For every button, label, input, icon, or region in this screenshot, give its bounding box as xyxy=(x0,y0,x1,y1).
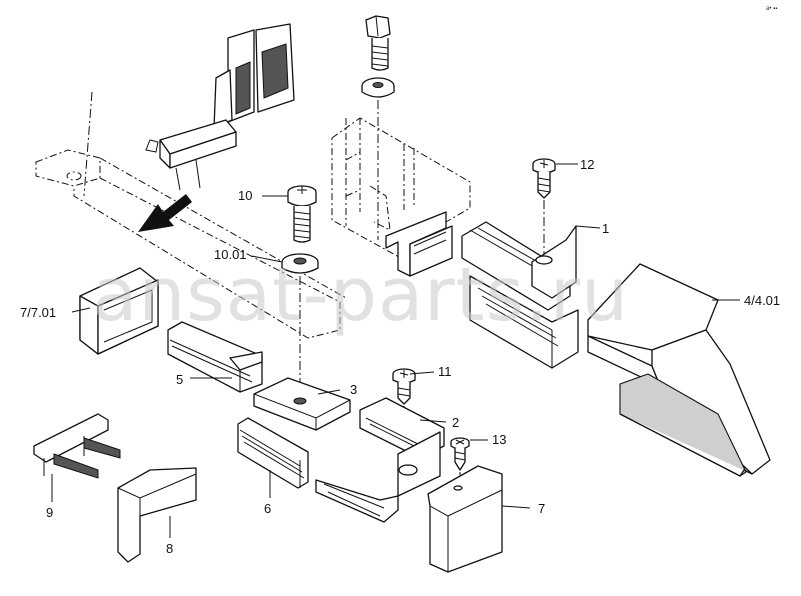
direction-arrow xyxy=(138,194,192,232)
end-cap-8 xyxy=(117,467,197,563)
callout-10-01: 10.01 xyxy=(214,247,247,262)
watermark: ansat-parts.ru xyxy=(92,252,629,338)
slide-block-3 xyxy=(253,377,351,431)
callout-9: 9 xyxy=(46,505,53,520)
bracket-1 xyxy=(385,211,453,277)
callout-3: 3 xyxy=(350,382,357,397)
bolt-top xyxy=(361,15,395,98)
screw-13 xyxy=(450,437,470,471)
callout-8: 8 xyxy=(166,541,173,556)
callout-1: 1 xyxy=(602,221,609,236)
callout-4-4-01: 4/4.01 xyxy=(744,293,780,308)
callout-5: 5 xyxy=(176,372,183,387)
profile-5 xyxy=(167,321,263,393)
end-cap-7 xyxy=(427,465,503,573)
bracket-2 xyxy=(315,397,445,523)
callout-13: 13 xyxy=(492,432,506,447)
screw-11 xyxy=(392,368,416,405)
rail-part-1 xyxy=(461,221,579,369)
callout-2: 2 xyxy=(452,415,459,430)
corner-mark: a• ▪▪ xyxy=(766,6,777,12)
callout-6: 6 xyxy=(264,501,271,516)
callout-7-7-01: 7/7.01 xyxy=(20,305,56,320)
callout-11: 11 xyxy=(438,364,452,379)
end-cap-4 xyxy=(587,263,771,477)
screw-12 xyxy=(532,158,556,199)
washer-10-01 xyxy=(281,253,319,274)
callout-12: 12 xyxy=(580,157,594,172)
seat-illustration xyxy=(145,23,295,191)
clip-9 xyxy=(33,413,121,479)
screw-10 xyxy=(287,185,317,243)
callout-10: 10 xyxy=(238,188,252,203)
rail-6 xyxy=(237,417,309,489)
leader-lines xyxy=(51,163,740,538)
end-cap-7-7-01 xyxy=(79,267,159,355)
callout-7: 7 xyxy=(538,501,545,516)
